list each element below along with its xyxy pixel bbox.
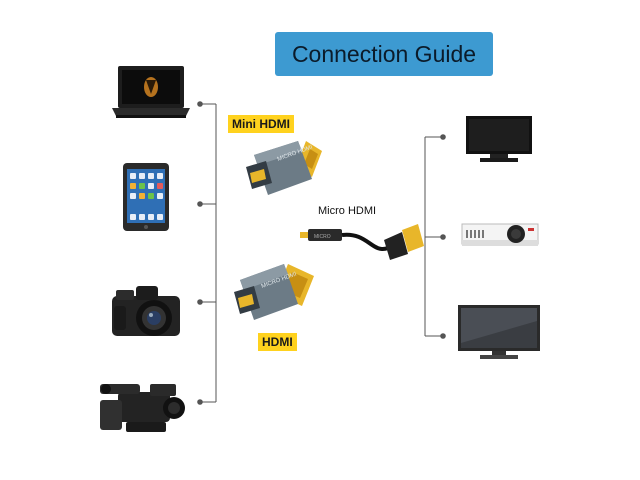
mini-hdmi-label: Mini HDMI: [228, 115, 294, 133]
projector-icon: [461, 223, 539, 246]
page-title: Connection Guide: [275, 32, 493, 76]
hdmi-label: HDMI: [258, 333, 297, 351]
tablet-icon: [123, 163, 169, 231]
micro-hdmi-cable: MICRO: [300, 224, 424, 260]
hdmi-adapter: MICRO HDMI: [234, 264, 314, 320]
micro-hdmi-label: Micro HDMI: [318, 205, 377, 217]
camcorder-icon: [100, 384, 185, 432]
cable-text: MICRO: [314, 234, 331, 240]
camera-icon: [112, 286, 180, 336]
laptop-icon: [112, 66, 190, 118]
tv-icon: [466, 116, 532, 162]
monitor-icon: [458, 305, 540, 359]
mini-hdmi-adapter: MICRO HDMI: [246, 141, 322, 195]
